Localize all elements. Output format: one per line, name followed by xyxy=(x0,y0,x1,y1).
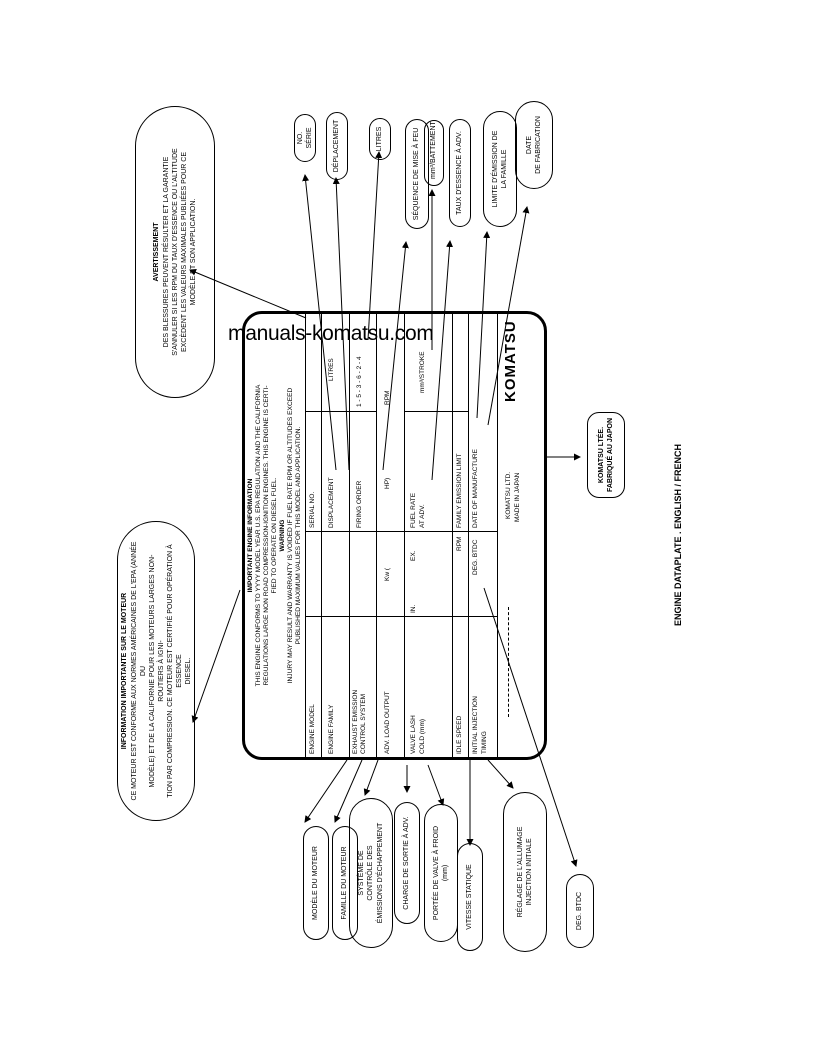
label-engine-model: ENGINE MODEL xyxy=(309,704,316,754)
french-warning-box: AVERTISSEMENT DES BLESSURES PEUVENT RÉSU… xyxy=(135,106,215,398)
french-info-box: INFORMATION IMPORTANTE SUR LE MOTEUR CE … xyxy=(117,521,195,821)
row-divider xyxy=(452,314,453,757)
row-divider xyxy=(349,314,350,757)
leader-modele xyxy=(304,759,348,823)
plate-statement-line: INJURY MAY RESULT AND WARRANTY IS VOIDED… xyxy=(287,387,294,684)
plate-warning-title: WARNING xyxy=(279,519,286,552)
leader-taux xyxy=(431,240,454,481)
komatsu-logo: KOMATSU xyxy=(502,320,519,402)
label-engine-family: ENGINE FAMILY xyxy=(328,704,335,754)
leader-deg-btdc xyxy=(483,587,578,867)
col-divider xyxy=(305,531,497,532)
plate-title: IMPORTANT ENGINE INFORMATION xyxy=(247,478,254,593)
label-fuel-rate: FUEL RATE xyxy=(410,492,417,528)
leader-avertissement xyxy=(189,269,307,319)
col-divider xyxy=(305,411,377,412)
col-divider xyxy=(305,616,497,617)
value-firing-sequence: 1 - 5 - 3 - 6 - 2 - 4 xyxy=(356,356,363,407)
leader-sequence xyxy=(382,241,409,471)
callout-manufacturer: KOMATSU LTÉE. FABRIQUÉ AU JAPON xyxy=(587,412,625,498)
label-hp: HP) xyxy=(384,477,391,489)
leader-litres xyxy=(367,151,383,341)
callout-modele: MODÈLE DU MOTEUR xyxy=(303,826,329,940)
callout-battement: mm³/BATTEMENT xyxy=(424,120,444,186)
label-firing-order: FIRING ORDER xyxy=(356,480,363,528)
label-timing: TIMING xyxy=(481,731,488,754)
leader-portee xyxy=(427,764,445,806)
label-ex: EX. xyxy=(410,550,417,561)
leader-deplacement xyxy=(332,177,350,471)
label-valve-lash: VALVE LASH xyxy=(410,715,417,754)
label-displacement: DISPLACEMENT xyxy=(328,477,335,528)
label-rpm-idle: RPM xyxy=(456,536,463,551)
watermark: manuals-komatsu.com xyxy=(228,322,434,345)
callout-deg-btdc: DEG. BTDC xyxy=(566,874,594,948)
leader-famille xyxy=(334,759,363,823)
label-exhaust-1: EXHAUST EMISSION xyxy=(352,689,359,754)
label-in: IN. xyxy=(410,604,417,613)
col-divider xyxy=(404,411,468,412)
label-rpm-output: RPM xyxy=(384,390,391,405)
label-serial-no: SERIAL NO. xyxy=(309,491,316,528)
leader-limite xyxy=(476,231,491,419)
plate-statement-line: FIED TO OPERATE ON DIESEL FUEL. xyxy=(271,477,278,594)
callout-charge: CHARGE DE SORTIE À ADV. xyxy=(394,802,420,924)
row-divider xyxy=(497,314,498,757)
label-valve-cold: COLD (mm) xyxy=(419,718,426,754)
maker-origin: MADE IN JAPAN xyxy=(514,472,521,522)
leader-systeme xyxy=(363,759,379,796)
callout-litres: LITRES xyxy=(369,118,391,160)
label-adv-load: ADV. LOAD OUTPUT xyxy=(384,691,391,754)
row-divider xyxy=(468,314,469,757)
row-divider xyxy=(321,314,322,757)
leader-reglage xyxy=(487,759,514,789)
leader-no-serie xyxy=(302,174,337,471)
callout-no-serie: NO. SÉRIE xyxy=(294,114,316,162)
label-exhaust-2: CONTROL SYSTEM xyxy=(360,693,367,754)
row-divider xyxy=(404,314,405,757)
label-date-of-manufacture: DATE OF MANUFACTURE xyxy=(472,449,479,528)
row-divider xyxy=(305,314,306,757)
label-mm3-stroke: mm³/STROKE xyxy=(419,351,426,393)
label-idle-speed: IDLE SPEED xyxy=(456,715,463,754)
plate-statement-line: THIS ENGINE CONFORMS TO YYYY MODEL YEAR … xyxy=(255,384,262,687)
leader-info xyxy=(191,589,241,723)
engine-dataplate: IMPORTANT ENGINE INFORMATION THIS ENGINE… xyxy=(242,311,547,760)
row-divider xyxy=(376,314,377,757)
plate-statement-line: PUBLISHED MAXIMUM VALUES FOR THIS MODEL … xyxy=(295,426,302,645)
callout-vitesse: VITESSE STATIQUE xyxy=(457,843,483,951)
label-initial-injection: INITIAL INJECTION xyxy=(472,696,479,754)
maker-name: KOMATSU LTD. xyxy=(505,471,512,519)
callout-deplacement: DÉPLACEMENT xyxy=(326,112,348,180)
label-family-emission-limit: FAMILY EMISSION LIMIT xyxy=(456,453,463,528)
label-kw: Kw ( xyxy=(384,568,391,581)
dataplate-content: IMPORTANT ENGINE INFORMATION THIS ENGINE… xyxy=(245,314,544,757)
plate-statement-line: REGULATIONS LARGE NON ROAD COMPRESSION-I… xyxy=(263,385,270,686)
callout-taux: TAUX D'ESSENCE À ADV. xyxy=(449,119,471,227)
dashed-blank xyxy=(508,607,509,717)
label-litres: LITRES xyxy=(328,358,335,381)
label-deg-btdc: DEG. BTDC xyxy=(472,539,479,575)
figure-caption: ENGINE DATAPLATE . ENGLISH / FRENCH xyxy=(673,444,683,627)
leader-date xyxy=(487,206,530,426)
label-at-adv: AT ADV. xyxy=(419,504,426,528)
callout-portee: PORTÉE DE VALVE À FROID(mm) xyxy=(424,804,458,942)
